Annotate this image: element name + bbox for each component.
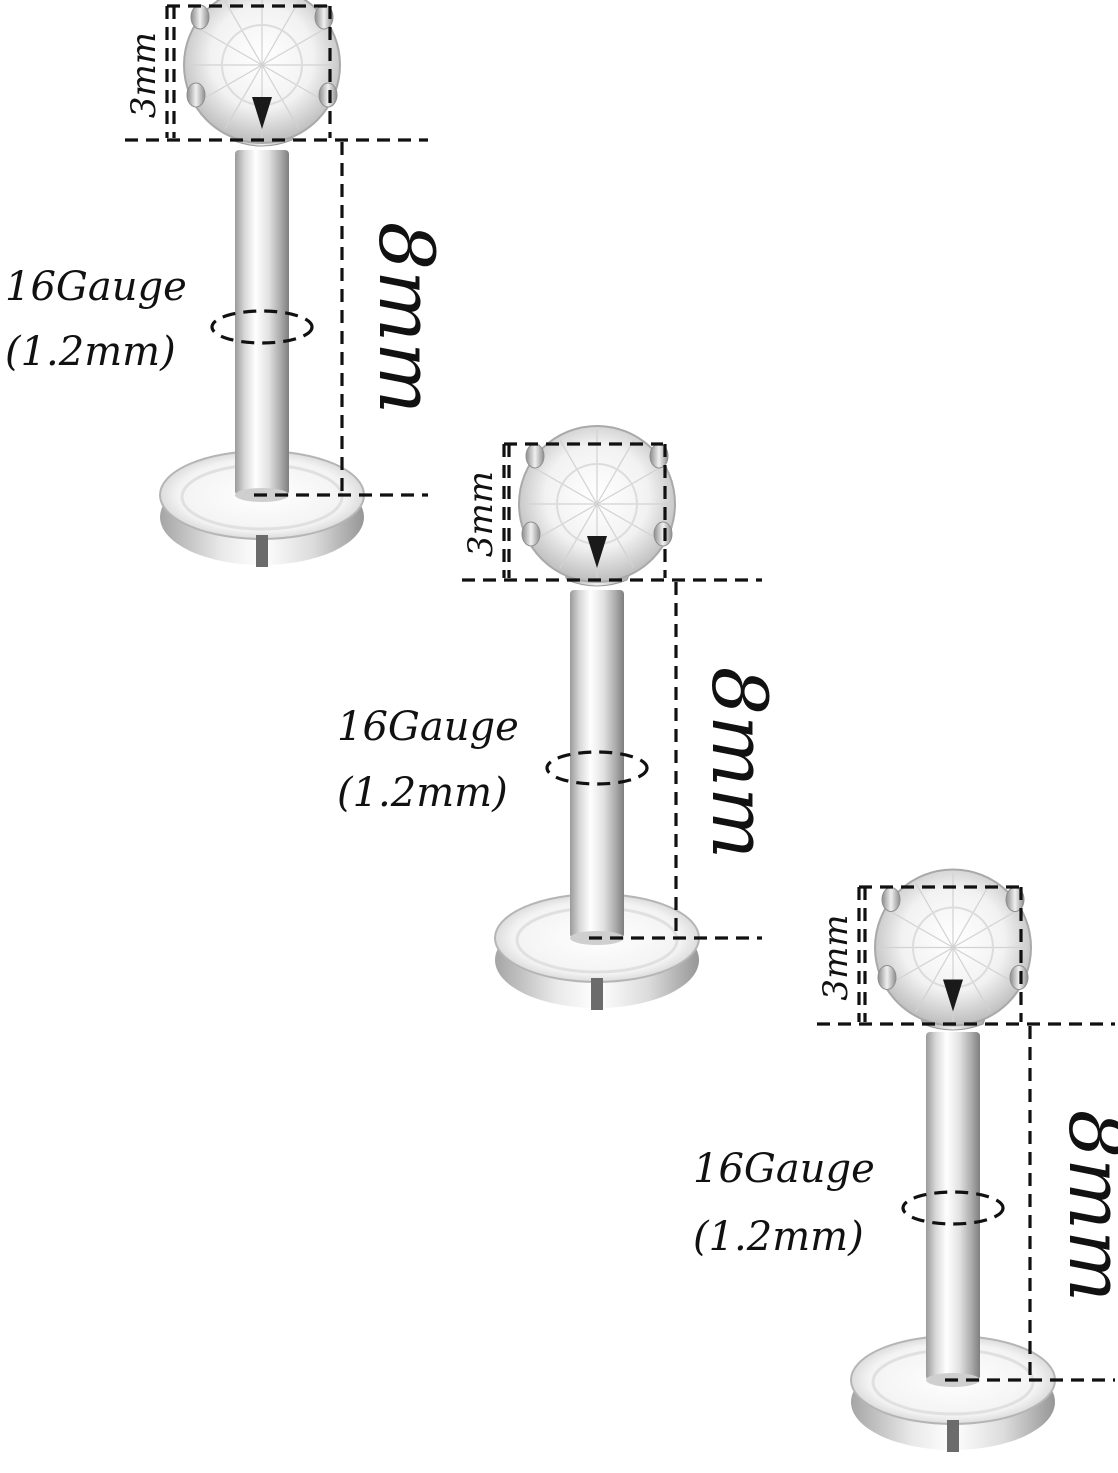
head-size-label: 3mm [124,32,164,118]
gauge-label: 16Gauge [337,704,519,750]
length-label: 8mm [1052,1110,1118,1303]
stud-3: 3mm 8mm 16Gauge (1.2mm) [693,868,1118,1452]
length-label: 8mm [695,667,784,860]
head-size-label: 3mm [461,471,501,557]
gauge-label: 16Gauge [5,264,187,310]
stud-2: 3mm 8mm 16Gauge (1.2mm) [337,425,784,1010]
dimension-lines [462,442,762,940]
dimension-lines [817,885,1115,1382]
gauge-label: 16Gauge [693,1146,875,1192]
stud-1: 3mm 8mm 16Gauge (1.2mm) [5,0,451,567]
dimension-lines [125,4,428,497]
stud-shaft [235,150,289,502]
gauge-mm-label: (1.2mm) [693,1214,864,1260]
stud-shaft [926,1032,980,1387]
crystal-head [518,425,676,587]
length-label: 8mm [362,222,451,415]
gauge-mm-label: (1.2mm) [337,770,508,816]
stud-shaft [570,590,624,945]
crystal-head [183,0,341,147]
crystal-head [874,868,1032,1031]
head-size-label: 3mm [816,914,856,1000]
gauge-mm-label: (1.2mm) [5,329,176,375]
